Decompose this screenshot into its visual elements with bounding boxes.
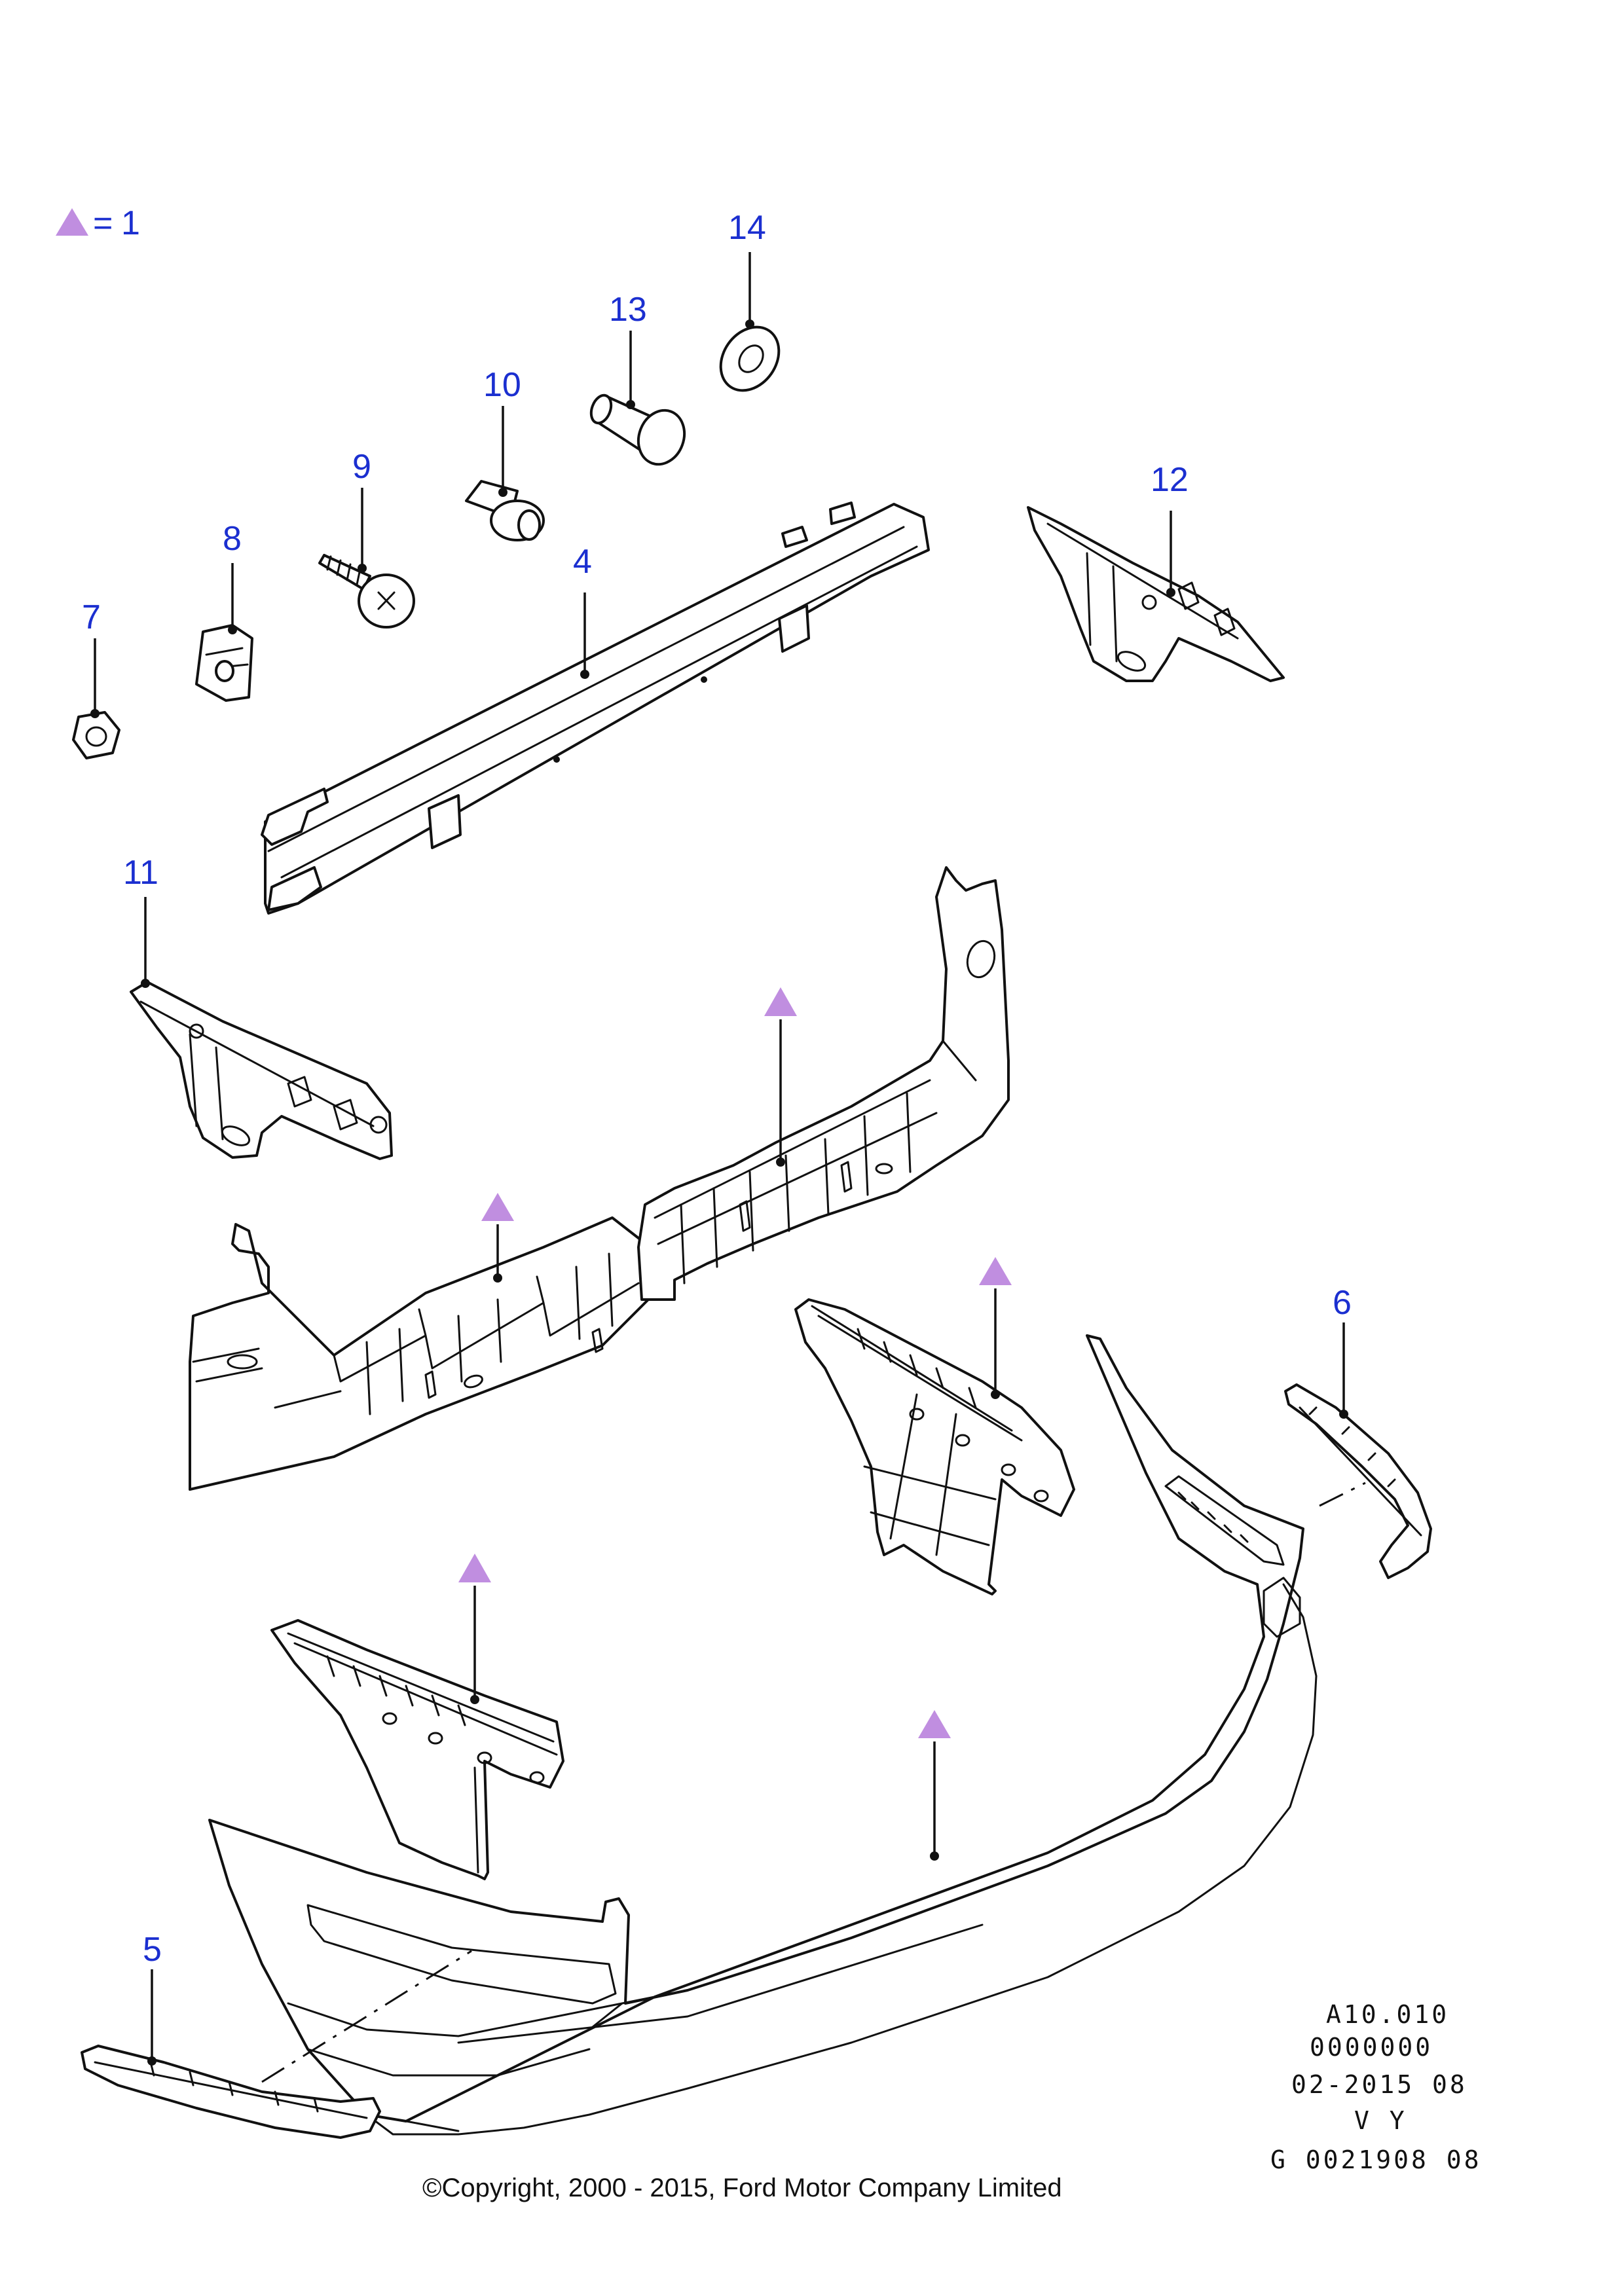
- part-6-trim-right[interactable]: 6: [1284, 1284, 1432, 1579]
- callout-6: 6: [1333, 1284, 1352, 1322]
- part-13-sleeve[interactable]: 13: [587, 291, 692, 471]
- part-11-bracket-left[interactable]: 11: [123, 854, 393, 1160]
- reference-block: A10.010 0000000 02-2015 08 V Y G 0021908…: [1270, 2000, 1482, 2174]
- callout-5: 5: [143, 1931, 162, 1969]
- part-1-energy-absorber-right[interactable]: [637, 866, 1010, 1301]
- part-9-screw[interactable]: 9: [318, 448, 415, 629]
- callout-14: 14: [728, 209, 766, 247]
- part-1-inner-panel-left[interactable]: [270, 1619, 564, 1880]
- part-1-energy-absorber-left[interactable]: [189, 1216, 650, 1491]
- part-5-trim-left[interactable]: 5: [81, 1931, 472, 2139]
- callout-4: 4: [573, 543, 592, 581]
- marker-absorber-left: [481, 1193, 514, 1283]
- part-10-push-clip[interactable]: 10: [465, 366, 545, 541]
- callout-13: 13: [609, 291, 647, 329]
- callout-11: 11: [123, 854, 158, 892]
- marker-inner-panel-left: [458, 1554, 491, 1704]
- marker-inner-panel-right: [979, 1257, 1012, 1399]
- triangle-marker-icon: [918, 1710, 951, 1738]
- callout-7: 7: [82, 598, 101, 636]
- legend-equals: =: [93, 204, 113, 242]
- marker-absorber-right: [764, 987, 797, 1167]
- reference-line-1: A10.010: [1326, 2000, 1449, 2029]
- part-1-bumper-cover[interactable]: [208, 1334, 1318, 2136]
- reference-line-5: G 0021908 08: [1270, 2145, 1482, 2174]
- reference-line-4: V Y: [1354, 2106, 1407, 2135]
- reference-line-3: 02-2015 08: [1291, 2070, 1467, 2099]
- triangle-marker-icon: [481, 1193, 514, 1221]
- triangle-marker-icon: [458, 1554, 491, 1582]
- copyright-text: ©Copyright, 2000 - 2015, Ford Motor Comp…: [422, 2174, 1062, 2202]
- part-7-nut[interactable]: 7: [72, 598, 120, 759]
- part-12-bracket-right[interactable]: 12: [1027, 461, 1285, 682]
- callout-9: 9: [352, 448, 371, 486]
- part-4-bumper-reinforcement[interactable]: 4: [261, 501, 930, 915]
- callout-12: 12: [1151, 461, 1189, 499]
- part-14-grommet[interactable]: 14: [709, 209, 790, 402]
- part-8-clip-nut[interactable]: 8: [195, 520, 253, 702]
- part-1-inner-panel-right[interactable]: [794, 1298, 1075, 1595]
- callout-8: 8: [223, 520, 242, 558]
- triangle-marker-icon: [764, 987, 797, 1016]
- legend-value: 1: [121, 204, 140, 242]
- triangle-marker-icon: [979, 1257, 1012, 1285]
- callout-10: 10: [483, 366, 521, 404]
- reference-line-2: 0000000: [1310, 2033, 1433, 2062]
- legend-triangle-icon: [56, 208, 88, 236]
- marker-bumper-cover: [918, 1710, 951, 1861]
- legend: = 1: [56, 204, 140, 242]
